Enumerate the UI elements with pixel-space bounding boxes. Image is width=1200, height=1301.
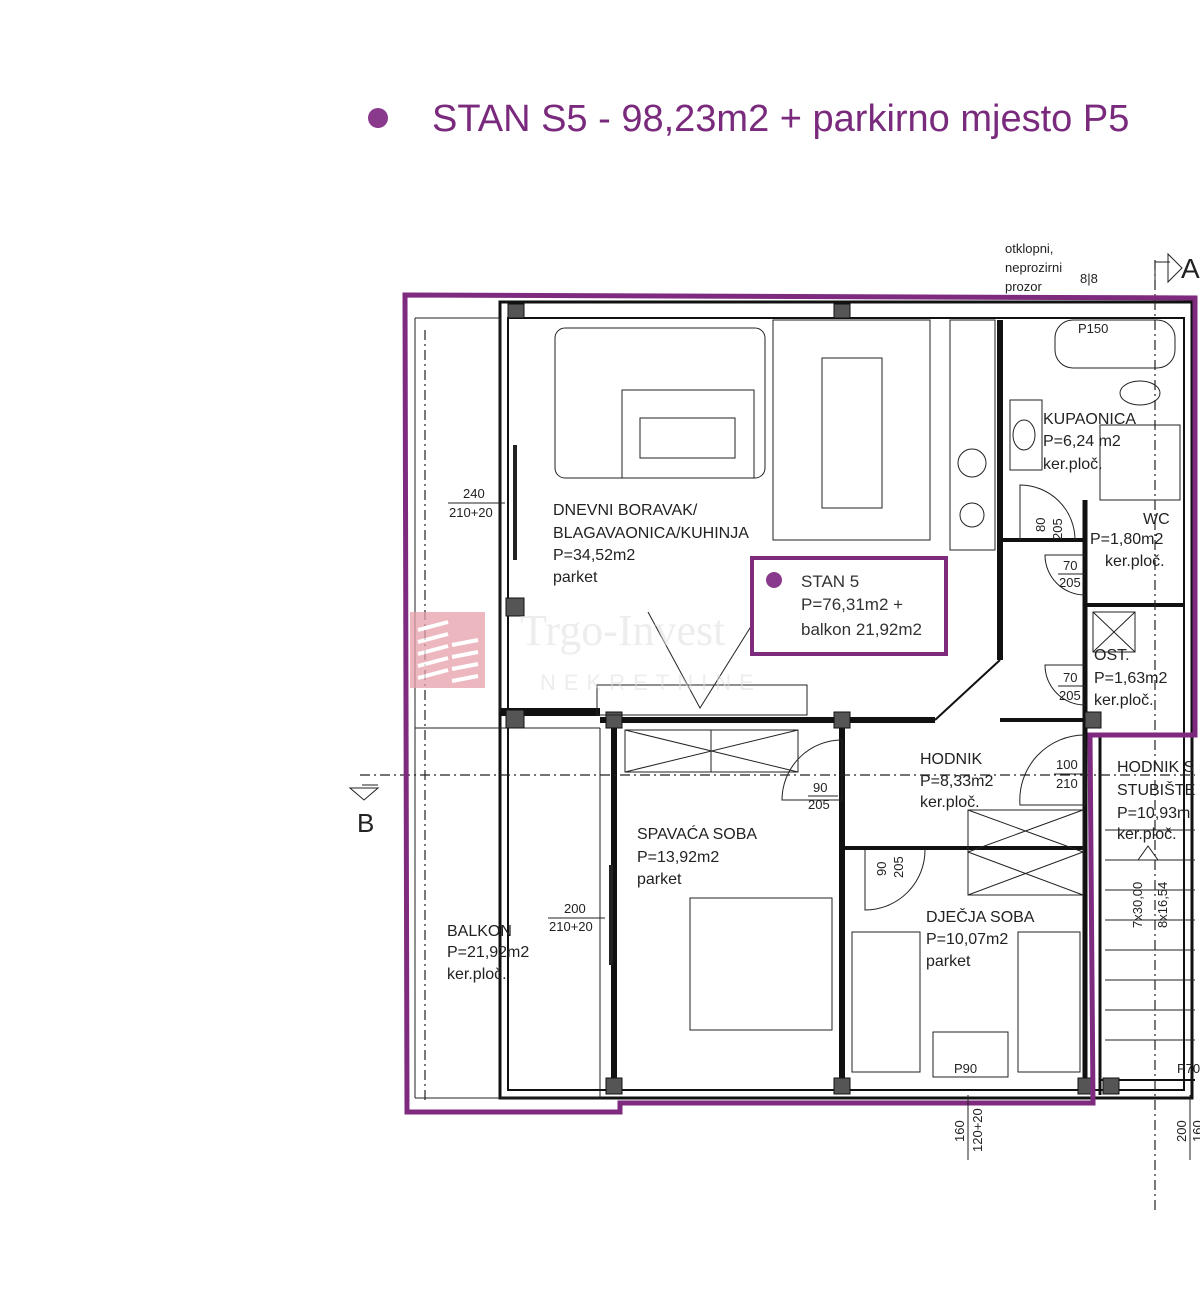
dim-top: 200	[564, 901, 586, 916]
room-balcony-name: BALKON	[447, 923, 512, 940]
room-living-floor: parket	[553, 569, 598, 586]
dim-bottom: 205	[891, 856, 906, 878]
dim-bottom: 205	[1050, 518, 1065, 540]
room-bedroom-floor: parket	[637, 871, 682, 888]
watermark-logo: Trgo-Invest NEKRETNINE	[410, 606, 762, 695]
watermark-sub: NEKRETNINE	[540, 670, 762, 695]
dim-bottom: 205	[1059, 575, 1081, 590]
room-stair-area: P=10,93m	[1117, 805, 1190, 822]
summary-line3: balkon 21,92m2	[801, 620, 922, 639]
bath-width: P150	[1078, 321, 1108, 336]
watermark-brand: Trgo-Invest	[520, 606, 725, 655]
dim-bottom: 120+20	[970, 1108, 985, 1152]
summary-box: STAN 5 P=76,31m2 + balkon 21,92m2	[750, 556, 948, 656]
room-storage-floor: ker.ploč.	[1094, 692, 1154, 709]
summary-line2: P=76,31m2 +	[801, 595, 903, 614]
bullet-icon	[766, 572, 782, 588]
room-living-name2: BLAGAVAONICA/KUHINJA	[553, 525, 749, 542]
dim-top: 200	[1174, 1120, 1189, 1142]
room-storage-area: P=1,63m2	[1094, 670, 1167, 687]
room-stair-name: HODNIK S	[1117, 759, 1194, 776]
room-stair-floor: ker.ploč.	[1117, 826, 1177, 843]
door-swings	[781, 484, 1086, 911]
dim-top: 160	[952, 1120, 967, 1142]
room-bedroom-name: SPAVAĆA SOBA	[637, 824, 757, 843]
bullet-icon	[368, 107, 388, 128]
annotations: otklopni, neprozirni prozor 8|8 A B P150…	[357, 241, 1200, 1076]
room-hall-name: HODNIK	[920, 751, 983, 768]
window-note: prozor	[1005, 279, 1043, 294]
window-note: otklopni,	[1005, 241, 1053, 256]
dim-top: 100	[1056, 757, 1078, 772]
room-bath-area: P=6,24 m2	[1043, 433, 1121, 450]
room-balcony-area: P=21,92m2	[447, 944, 529, 961]
dim-bottom: 205	[808, 797, 830, 812]
dim-bottom: 160	[1190, 1120, 1200, 1142]
summary-line1: STAN 5	[801, 572, 859, 591]
furniture	[554, 319, 1195, 1078]
stairs-dim2: 8x16,54	[1155, 882, 1170, 928]
room-balcony-floor: ker.ploč.	[447, 966, 507, 983]
room-living-area: P=34,52m2	[553, 547, 635, 564]
window-dim: 8|8	[1080, 271, 1098, 286]
room-kids-name: DJEČJA SOBA	[926, 907, 1035, 926]
room-bedroom-area: P=13,92m2	[637, 849, 719, 866]
stairs-dim1: 7x30,00	[1130, 882, 1145, 928]
dim-top: 90	[874, 862, 889, 876]
plan-title: STAN S5 - 98,23m2 + parkirno mjesto P5	[368, 98, 1129, 141]
dim-top: 80	[1033, 518, 1048, 532]
room-storage-name: OST.	[1094, 647, 1130, 664]
dim-bottom: 210	[1056, 776, 1078, 791]
room-stair-name2: STUBIŠTE	[1117, 780, 1195, 799]
room-bath-floor: ker.ploč.	[1043, 456, 1103, 473]
window-p70: P70	[1177, 1061, 1200, 1076]
dim-top: 70	[1063, 558, 1077, 573]
section-a-label: A	[1181, 253, 1200, 284]
dim-bottom: 205	[1059, 688, 1081, 703]
room-hall-floor: ker.ploč.	[920, 794, 980, 811]
room-hall-area: P=8,33m2	[920, 773, 993, 790]
room-bath-name: KUPAONICA	[1043, 411, 1136, 428]
room-labels: DNEVNI BORAVAK/ BLAGAVAONICA/KUHINJA P=3…	[447, 411, 1195, 983]
dim-top: 90	[813, 780, 827, 795]
window-note: neprozirni	[1005, 260, 1062, 275]
dim-top: 240	[463, 486, 485, 501]
section-b-label: B	[357, 808, 374, 838]
room-wc-area: P=1,80m2	[1090, 531, 1163, 548]
apartment-outline	[402, 292, 1198, 1115]
room-living-name: DNEVNI BORAVAK/	[553, 502, 698, 519]
room-wc-name: WC	[1143, 511, 1170, 528]
window-p90: P90	[954, 1061, 977, 1076]
dimension-labels: 240 210+20 200 210+20 80 205 70 205 70 2…	[448, 486, 1200, 1160]
room-kids-floor: parket	[926, 953, 971, 970]
dim-bottom: 210+20	[549, 919, 593, 934]
room-wc-floor: ker.ploč.	[1105, 553, 1165, 570]
plan-title-text: STAN S5 - 98,23m2 + parkirno mjesto P5	[432, 98, 1130, 140]
dim-top: 70	[1063, 670, 1077, 685]
room-kids-area: P=10,07m2	[926, 931, 1008, 948]
dim-bottom: 210+20	[449, 505, 493, 520]
